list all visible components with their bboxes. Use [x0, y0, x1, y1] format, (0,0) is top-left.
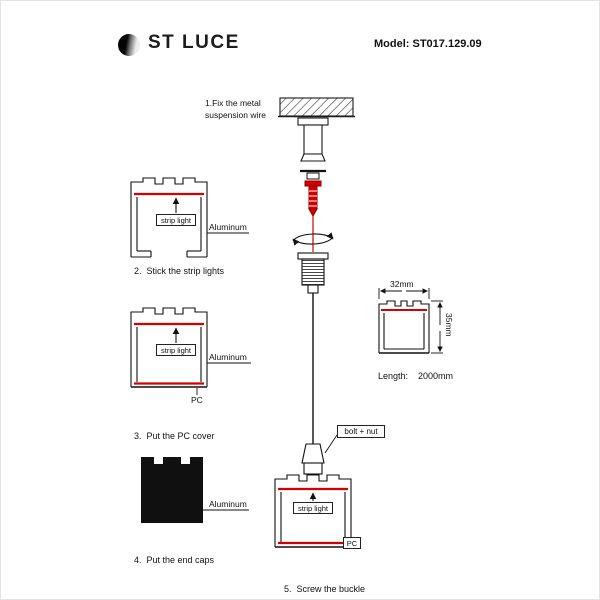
aluminum-label-step2: Aluminum	[209, 222, 247, 232]
bolt-nut-label: bolt + nut	[337, 425, 385, 438]
model-number: Model: ST017.129.09	[374, 38, 482, 50]
bushing-wire-drawing	[297, 252, 329, 444]
height-dimension-label: 35mm	[444, 313, 454, 337]
end-cap-drawing	[141, 457, 249, 523]
aluminum-label-step3: Aluminum	[209, 352, 247, 362]
profile-step3-drawing	[130, 307, 251, 395]
strip-light-label-step2: strip light	[156, 214, 196, 226]
step1-caption-line2: suspension wire	[205, 110, 266, 120]
step2-caption: 2. Stick the strip lights	[134, 266, 225, 276]
brand-logo-icon	[118, 34, 140, 56]
rotation-arrows-icon	[292, 232, 334, 246]
brand-name: ST LUCE	[148, 32, 240, 53]
pc-label-step5: PC	[343, 537, 361, 549]
length-value: 2000mm	[418, 371, 454, 381]
profile-step5-drawing	[274, 434, 352, 548]
step4-caption: 4. Put the end caps	[134, 555, 215, 565]
aluminum-label-step4: Aluminum	[209, 499, 247, 509]
step3-caption: 3. Put the PC cover	[134, 431, 215, 441]
width-dimension-label: 32mm	[390, 279, 414, 289]
dimension-drawing	[378, 288, 443, 354]
step1-caption-line1: 1.Fix the metal	[205, 98, 261, 108]
length-label: Length:	[378, 371, 409, 381]
buckle-drawing	[301, 443, 325, 475]
profile-step2-drawing	[130, 177, 249, 258]
length-dimension: Length: 2000mm	[378, 371, 463, 381]
strip-light-label-step5: strip light	[293, 502, 333, 514]
bolt-drawing	[300, 169, 326, 252]
strip-light-label-step3: strip light	[156, 344, 196, 356]
ceiling-mount-drawing	[278, 97, 355, 162]
pc-label-step3: PC	[191, 395, 203, 405]
step5-caption: 5. Screw the buckle	[284, 584, 366, 594]
